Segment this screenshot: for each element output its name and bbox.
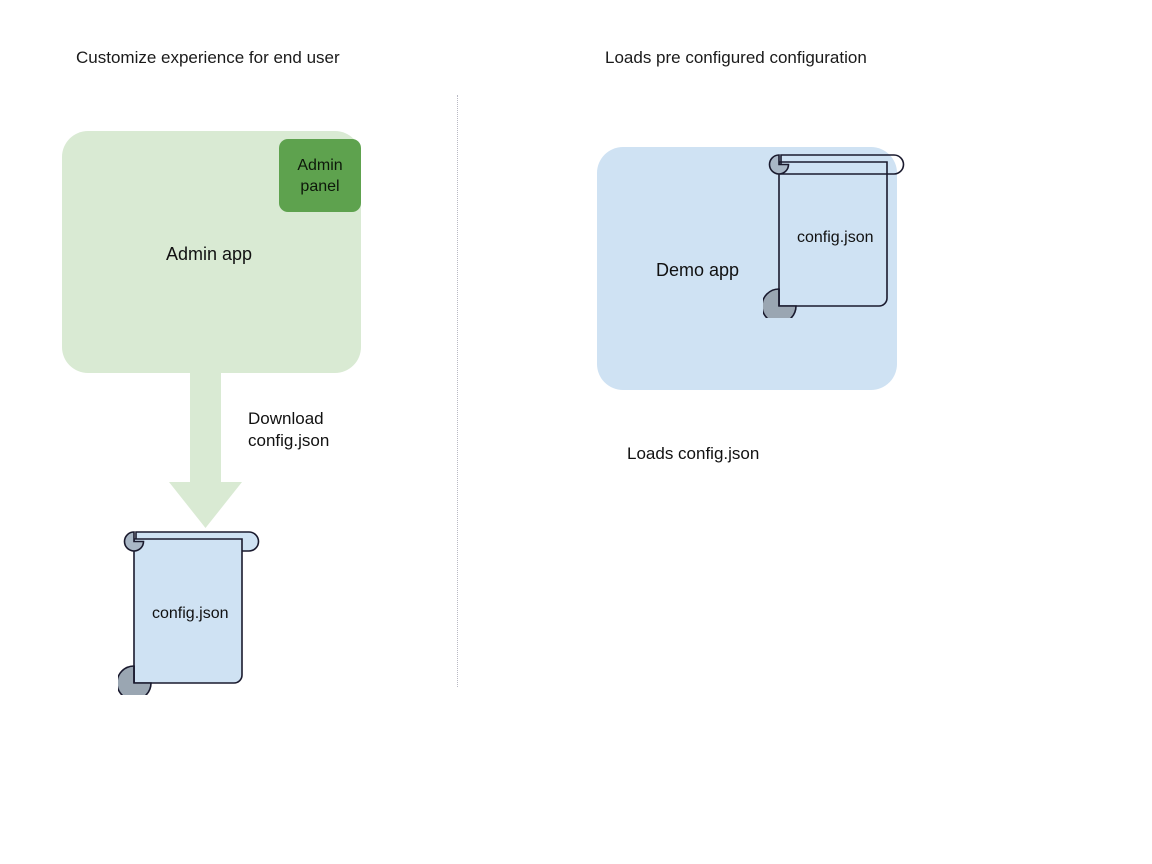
right-section-title: Loads pre configured configuration: [605, 48, 867, 67]
download-caption-line2: config.json: [248, 431, 330, 450]
vertical-divider: [457, 95, 458, 687]
download-arrow-icon: [169, 370, 242, 528]
config-json-label-left: config.json: [152, 605, 229, 622]
config-json-document-left: [118, 531, 260, 695]
download-arrow-caption: Download config.json: [248, 408, 329, 452]
admin-app-label: Admin app: [166, 244, 253, 264]
config-json-label-right: config.json: [797, 229, 874, 246]
download-caption-line1: Download: [248, 409, 324, 428]
demo-app-label: Demo app: [656, 260, 740, 280]
config-json-document-right: [763, 154, 905, 318]
left-section-title: Customize experience for end user: [76, 48, 340, 67]
admin-panel-label: Admin panel: [297, 156, 343, 195]
admin-panel-box[interactable]: Admin panel: [279, 139, 361, 212]
demo-app-container: [597, 147, 897, 390]
loads-config-caption: Loads config.json: [627, 444, 760, 463]
